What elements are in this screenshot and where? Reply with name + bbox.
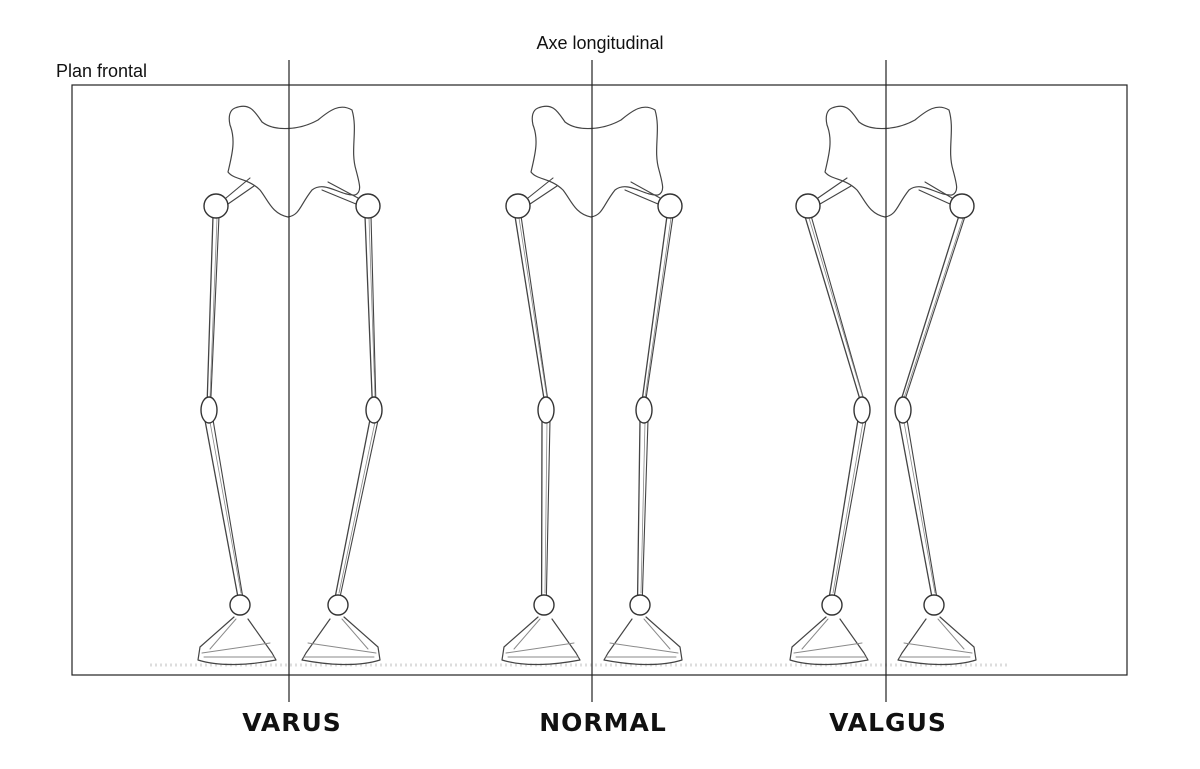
normal-left-knee-joint bbox=[537, 396, 555, 424]
normal-right-foot-outline bbox=[603, 616, 683, 666]
varus-left-hip-joint bbox=[203, 193, 229, 219]
valgus-right-tibia-stroke-b bbox=[906, 418, 937, 596]
valgus-left-femur-stroke-b bbox=[810, 214, 865, 401]
valgus-right-ankle-joint bbox=[923, 594, 945, 616]
valgus-left-hip-joint bbox=[795, 193, 821, 219]
varus-right-foot-detail bbox=[303, 618, 377, 658]
varus-left-femur-stroke-a bbox=[206, 215, 214, 401]
varus-left-tibia-stroke-c bbox=[209, 421, 242, 594]
normal-right-knee-joint bbox=[635, 396, 653, 424]
varus-right-hip-joint bbox=[355, 193, 381, 219]
varus-right-femur-stroke-a bbox=[364, 215, 373, 401]
frontal-plane-frame bbox=[71, 84, 1128, 676]
normal-right-tibia-stroke-a bbox=[636, 419, 641, 596]
varus-right-femur-stroke-b bbox=[370, 215, 377, 401]
figures-layer bbox=[197, 105, 977, 666]
plane-label: Plan frontal bbox=[56, 61, 148, 81]
normal-left-foot-detail bbox=[505, 618, 579, 658]
varus-left-femur-stroke-c bbox=[209, 217, 218, 399]
varus-right-tibia-stroke-b bbox=[339, 420, 379, 596]
varus-right-tibia-stroke-c bbox=[338, 421, 376, 594]
valgus-right-foot-outline bbox=[897, 616, 977, 666]
normal-left-femur-stroke-b bbox=[520, 215, 549, 401]
valgus-pelvis bbox=[824, 105, 958, 218]
varus-right-femoral-neck bbox=[321, 181, 359, 205]
valgus-left-foot-outline bbox=[789, 616, 869, 666]
varus-left-femoral-neck bbox=[225, 177, 255, 205]
normal-right-femur-stroke-a bbox=[641, 214, 668, 401]
varus-left-femur-stroke-b bbox=[210, 215, 220, 401]
varus-left-knee-joint bbox=[200, 396, 218, 424]
varus-left-ankle-joint bbox=[229, 594, 251, 616]
normal-left-tibia-stroke-c bbox=[544, 421, 548, 594]
valgus-right-femur-stroke-c bbox=[903, 217, 964, 399]
varus-right-ankle-joint bbox=[327, 594, 349, 616]
normal-right-femur-stroke-c bbox=[644, 217, 672, 399]
valgus-right-tibia-stroke-c bbox=[903, 421, 936, 594]
normal-left-foot-outline bbox=[501, 616, 581, 666]
valgus-right-knee-joint bbox=[894, 396, 912, 424]
normal-right-hip-joint bbox=[657, 193, 683, 219]
valgus-right-femoral-neck bbox=[918, 181, 953, 205]
valgus-left-femoral-neck bbox=[817, 177, 852, 205]
normal-left-tibia-stroke-b bbox=[545, 419, 551, 596]
varus-left-foot-outline bbox=[197, 616, 277, 666]
valgus-right-femur-stroke-a bbox=[900, 214, 960, 401]
normal-right-tibia-stroke-b bbox=[641, 419, 649, 596]
valgus-left-ankle-joint bbox=[821, 594, 843, 616]
normal-pelvis bbox=[530, 105, 664, 218]
figure-valgus bbox=[789, 105, 977, 666]
normal-left-femoral-neck bbox=[527, 177, 558, 205]
caption-normal: NORMAL bbox=[539, 708, 667, 737]
figure-normal bbox=[501, 105, 683, 666]
varus-left-tibia-stroke-a bbox=[204, 419, 239, 597]
valgus-right-hip-joint bbox=[949, 193, 975, 219]
axis-label: Axe longitudinal bbox=[536, 33, 664, 53]
valgus-left-tibia-stroke-a bbox=[828, 418, 859, 596]
valgus-right-foot-detail bbox=[899, 618, 973, 658]
caption-valgus: VALGUS bbox=[829, 708, 947, 737]
varus-right-knee-joint bbox=[365, 396, 383, 424]
varus-left-foot-detail bbox=[201, 618, 275, 658]
normal-right-tibia-stroke-c bbox=[640, 421, 646, 594]
varus-pelvis bbox=[227, 105, 361, 218]
varus-left-tibia-stroke-b bbox=[212, 418, 243, 596]
valgus-left-tibia-stroke-c bbox=[832, 421, 864, 594]
normal-right-ankle-joint bbox=[629, 594, 651, 616]
varus-right-tibia-stroke-a bbox=[334, 418, 371, 596]
valgus-left-femur-stroke-c bbox=[808, 217, 864, 399]
figure-varus bbox=[197, 105, 383, 666]
valgus-left-femur-stroke-a bbox=[804, 216, 861, 402]
normal-right-foot-detail bbox=[605, 618, 679, 658]
normal-right-femoral-neck bbox=[624, 181, 661, 205]
normal-left-hip-joint bbox=[505, 193, 531, 219]
valgus-left-tibia-stroke-b bbox=[833, 420, 867, 596]
normal-left-femur-stroke-a bbox=[514, 215, 545, 401]
normal-right-femur-stroke-b bbox=[645, 215, 674, 401]
valgus-right-tibia-stroke-a bbox=[898, 419, 933, 597]
normal-left-ankle-joint bbox=[533, 594, 555, 616]
caption-varus: VARUS bbox=[242, 708, 342, 737]
varus-right-foot-outline bbox=[301, 616, 381, 666]
valgus-right-femur-stroke-b bbox=[904, 216, 966, 402]
valgus-left-knee-joint bbox=[853, 396, 871, 424]
normal-left-femur-stroke-c bbox=[518, 217, 548, 399]
valgus-left-foot-detail bbox=[793, 618, 867, 658]
varus-right-femur-stroke-c bbox=[368, 217, 376, 399]
